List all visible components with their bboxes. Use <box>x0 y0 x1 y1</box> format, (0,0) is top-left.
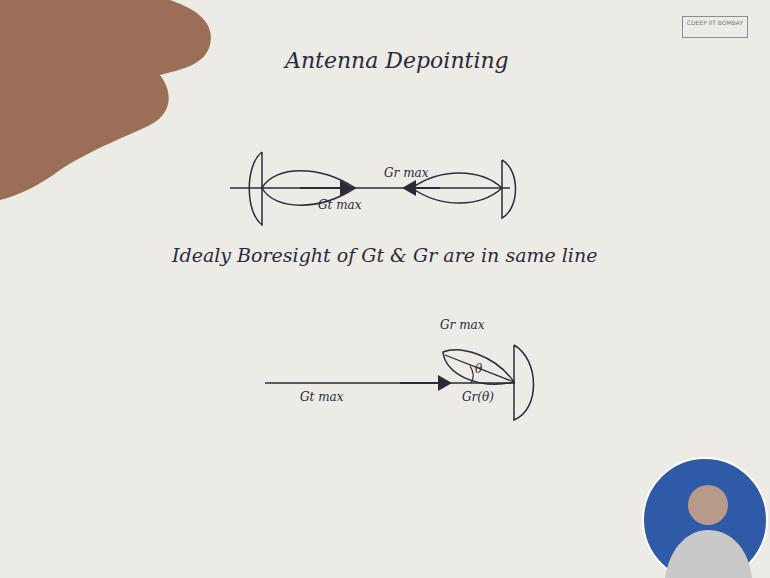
hand <box>0 0 211 200</box>
angle-arc <box>470 366 473 383</box>
rx-dish <box>502 160 516 218</box>
presenter-body <box>665 530 752 578</box>
gain-label: Gr max <box>440 318 484 332</box>
tx-dish <box>249 152 262 225</box>
gain-label: Gt max <box>318 198 362 212</box>
stamp-box: CDEEP IIT BOMBAY <box>682 16 748 38</box>
gain-label: Gr max <box>384 166 428 180</box>
gain-label: Gt max <box>300 390 344 404</box>
note: Idealy Boresight of Gt & Gr are in same … <box>172 244 597 266</box>
incoming-arrow <box>400 382 450 384</box>
rx-arrow <box>404 187 440 189</box>
angle-label: θ <box>475 362 482 376</box>
video-inset <box>643 458 767 578</box>
tilted-boresight <box>445 355 514 382</box>
presenter-head <box>688 485 728 525</box>
tx-arrow <box>300 187 352 189</box>
boresight-line <box>230 187 510 189</box>
title: Antenna Depointing <box>285 48 509 73</box>
tilted-lobe <box>443 350 514 384</box>
rx-dish-tilted <box>514 345 534 420</box>
gain-label: Gr(θ) <box>462 390 494 404</box>
stamp-text: CDEEP IIT BOMBAY <box>685 19 745 27</box>
